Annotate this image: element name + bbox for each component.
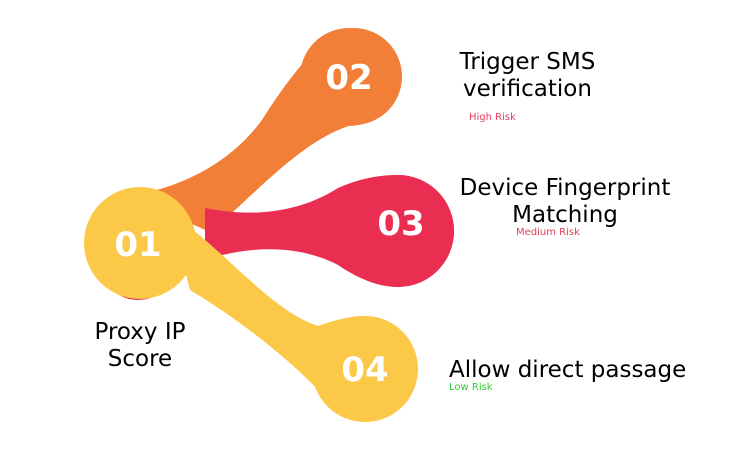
node-01-circle xyxy=(84,187,196,299)
node-04-circle xyxy=(312,316,418,422)
node-02-number: 02 xyxy=(325,58,372,98)
node-03-label-line-1: Device Fingerprint xyxy=(459,175,671,201)
node-02-label-line-2: verification xyxy=(463,76,592,102)
node-01-label: Proxy IP Score xyxy=(75,319,205,373)
node-03-number: 03 xyxy=(377,204,424,244)
node-02-label: Trigger SMS verification xyxy=(440,49,615,103)
node-04-risk-badge: Low Risk xyxy=(449,382,493,393)
node-04-number: 04 xyxy=(341,350,388,390)
node-01-label-line-1: Proxy IP xyxy=(94,319,186,345)
node-02-label-line-1: Trigger SMS xyxy=(459,49,596,75)
node-03-label: Device Fingerprint Matching xyxy=(450,175,680,229)
node-01-number: 01 xyxy=(114,225,161,265)
node-02-circle xyxy=(300,28,398,126)
node-02-risk-badge: High Risk xyxy=(469,112,516,123)
node-03-risk-badge: Medium Risk xyxy=(516,227,580,238)
node-01-label-line-2: Score xyxy=(107,346,173,372)
node-03-label-line-2: Matching xyxy=(512,202,618,228)
node-03-circle xyxy=(342,175,454,287)
node-04-label: Allow direct passage xyxy=(449,357,686,384)
node-04-label-line-1: Allow direct passage xyxy=(449,357,687,383)
